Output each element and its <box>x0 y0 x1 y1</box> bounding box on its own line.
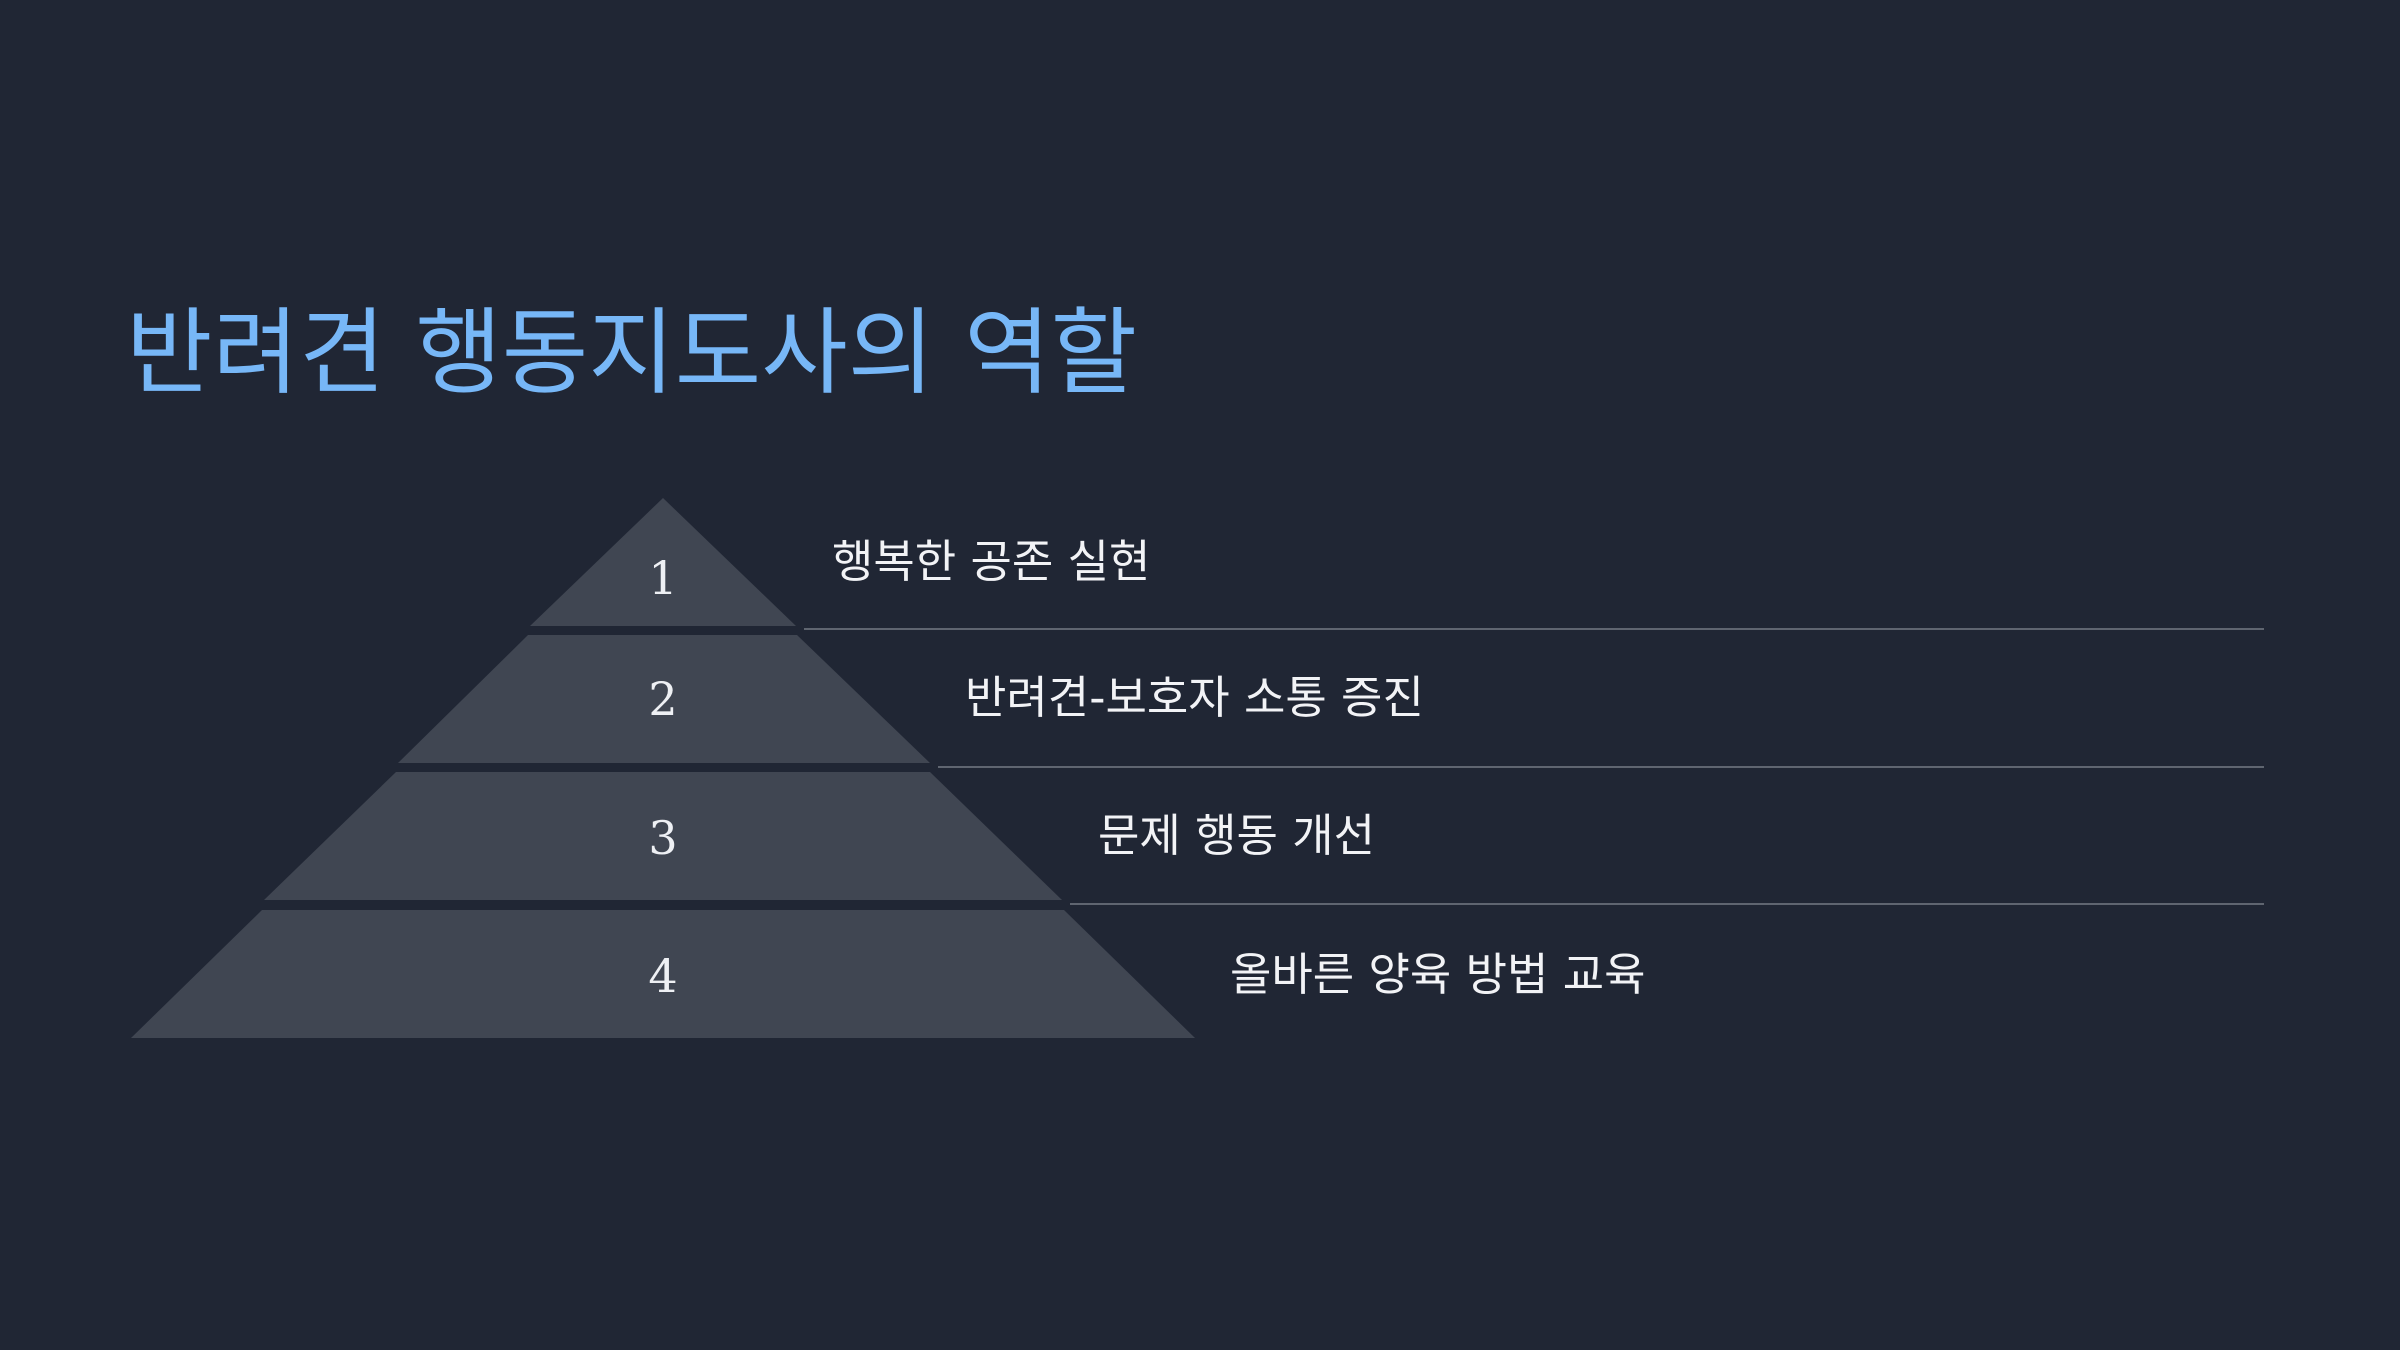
slide-title: 반려견 행동지도사의 역할 <box>126 299 1138 408</box>
pyramid-tier-2-number: 2 <box>648 672 677 726</box>
pyramid-tier-4-shape <box>131 910 1195 1038</box>
pyramid-tier-3-shape <box>264 772 1062 900</box>
pyramid-tier-4-number: 4 <box>648 949 677 1003</box>
pyramid-tier-3-number: 3 <box>648 811 677 865</box>
pyramid-tier-2-label: 반려견-보호자 소통 증진 <box>965 671 1424 724</box>
pyramid-tier-4-label: 올바른 양육 방법 교육 <box>1230 948 1646 1001</box>
pyramid-tier-3-label: 문제 행동 개선 <box>1098 809 1375 862</box>
pyramid-tier-1-shape <box>530 498 796 626</box>
pyramid-tier-2: 2 반려견-보호자 소통 증진 <box>398 635 2264 768</box>
pyramid-tier-3: 3 문제 행동 개선 <box>264 772 2264 905</box>
pyramid-tier-1: 1 행복한 공존 실현 <box>530 498 2264 630</box>
pyramid-tier-1-label: 행복한 공존 실현 <box>832 535 1150 588</box>
pyramid-tier-4: 4 올바른 양육 방법 교육 <box>131 910 1646 1038</box>
pyramid-tier-1-number: 1 <box>648 551 677 605</box>
pyramid-tier-2-shape <box>398 635 930 763</box>
